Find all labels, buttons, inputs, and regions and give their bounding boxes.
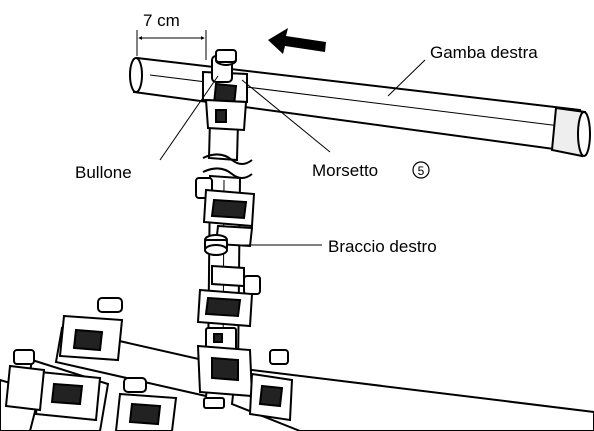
- right-leg-tube: [129, 56, 591, 158]
- arrow-left-icon: [268, 28, 326, 54]
- clamp-label: Morsetto: [312, 161, 378, 180]
- clamp-number: 5: [418, 164, 425, 178]
- bolt-knob: [215, 49, 237, 66]
- mid-knob: [204, 234, 228, 256]
- clamp-number-badge: 5: [412, 161, 430, 179]
- mid-clamp-upper: [195, 177, 256, 248]
- leader-lines: [159, 59, 426, 246]
- base-center-clamp: [196, 344, 294, 422]
- base-left-clamp: [4, 297, 124, 422]
- bolt-label: Bullone: [75, 163, 132, 182]
- clamp-label-text: Morsetto: [312, 161, 378, 180]
- dimension-label: 7 cm: [143, 11, 180, 30]
- right-leg-label: Gamba destra: [430, 43, 538, 62]
- right-arm-label: Braccio destro: [328, 237, 437, 256]
- dimension-7cm: [136, 30, 207, 60]
- base-front-clamp: [114, 377, 178, 431]
- mid-clamp-lower: [196, 264, 261, 351]
